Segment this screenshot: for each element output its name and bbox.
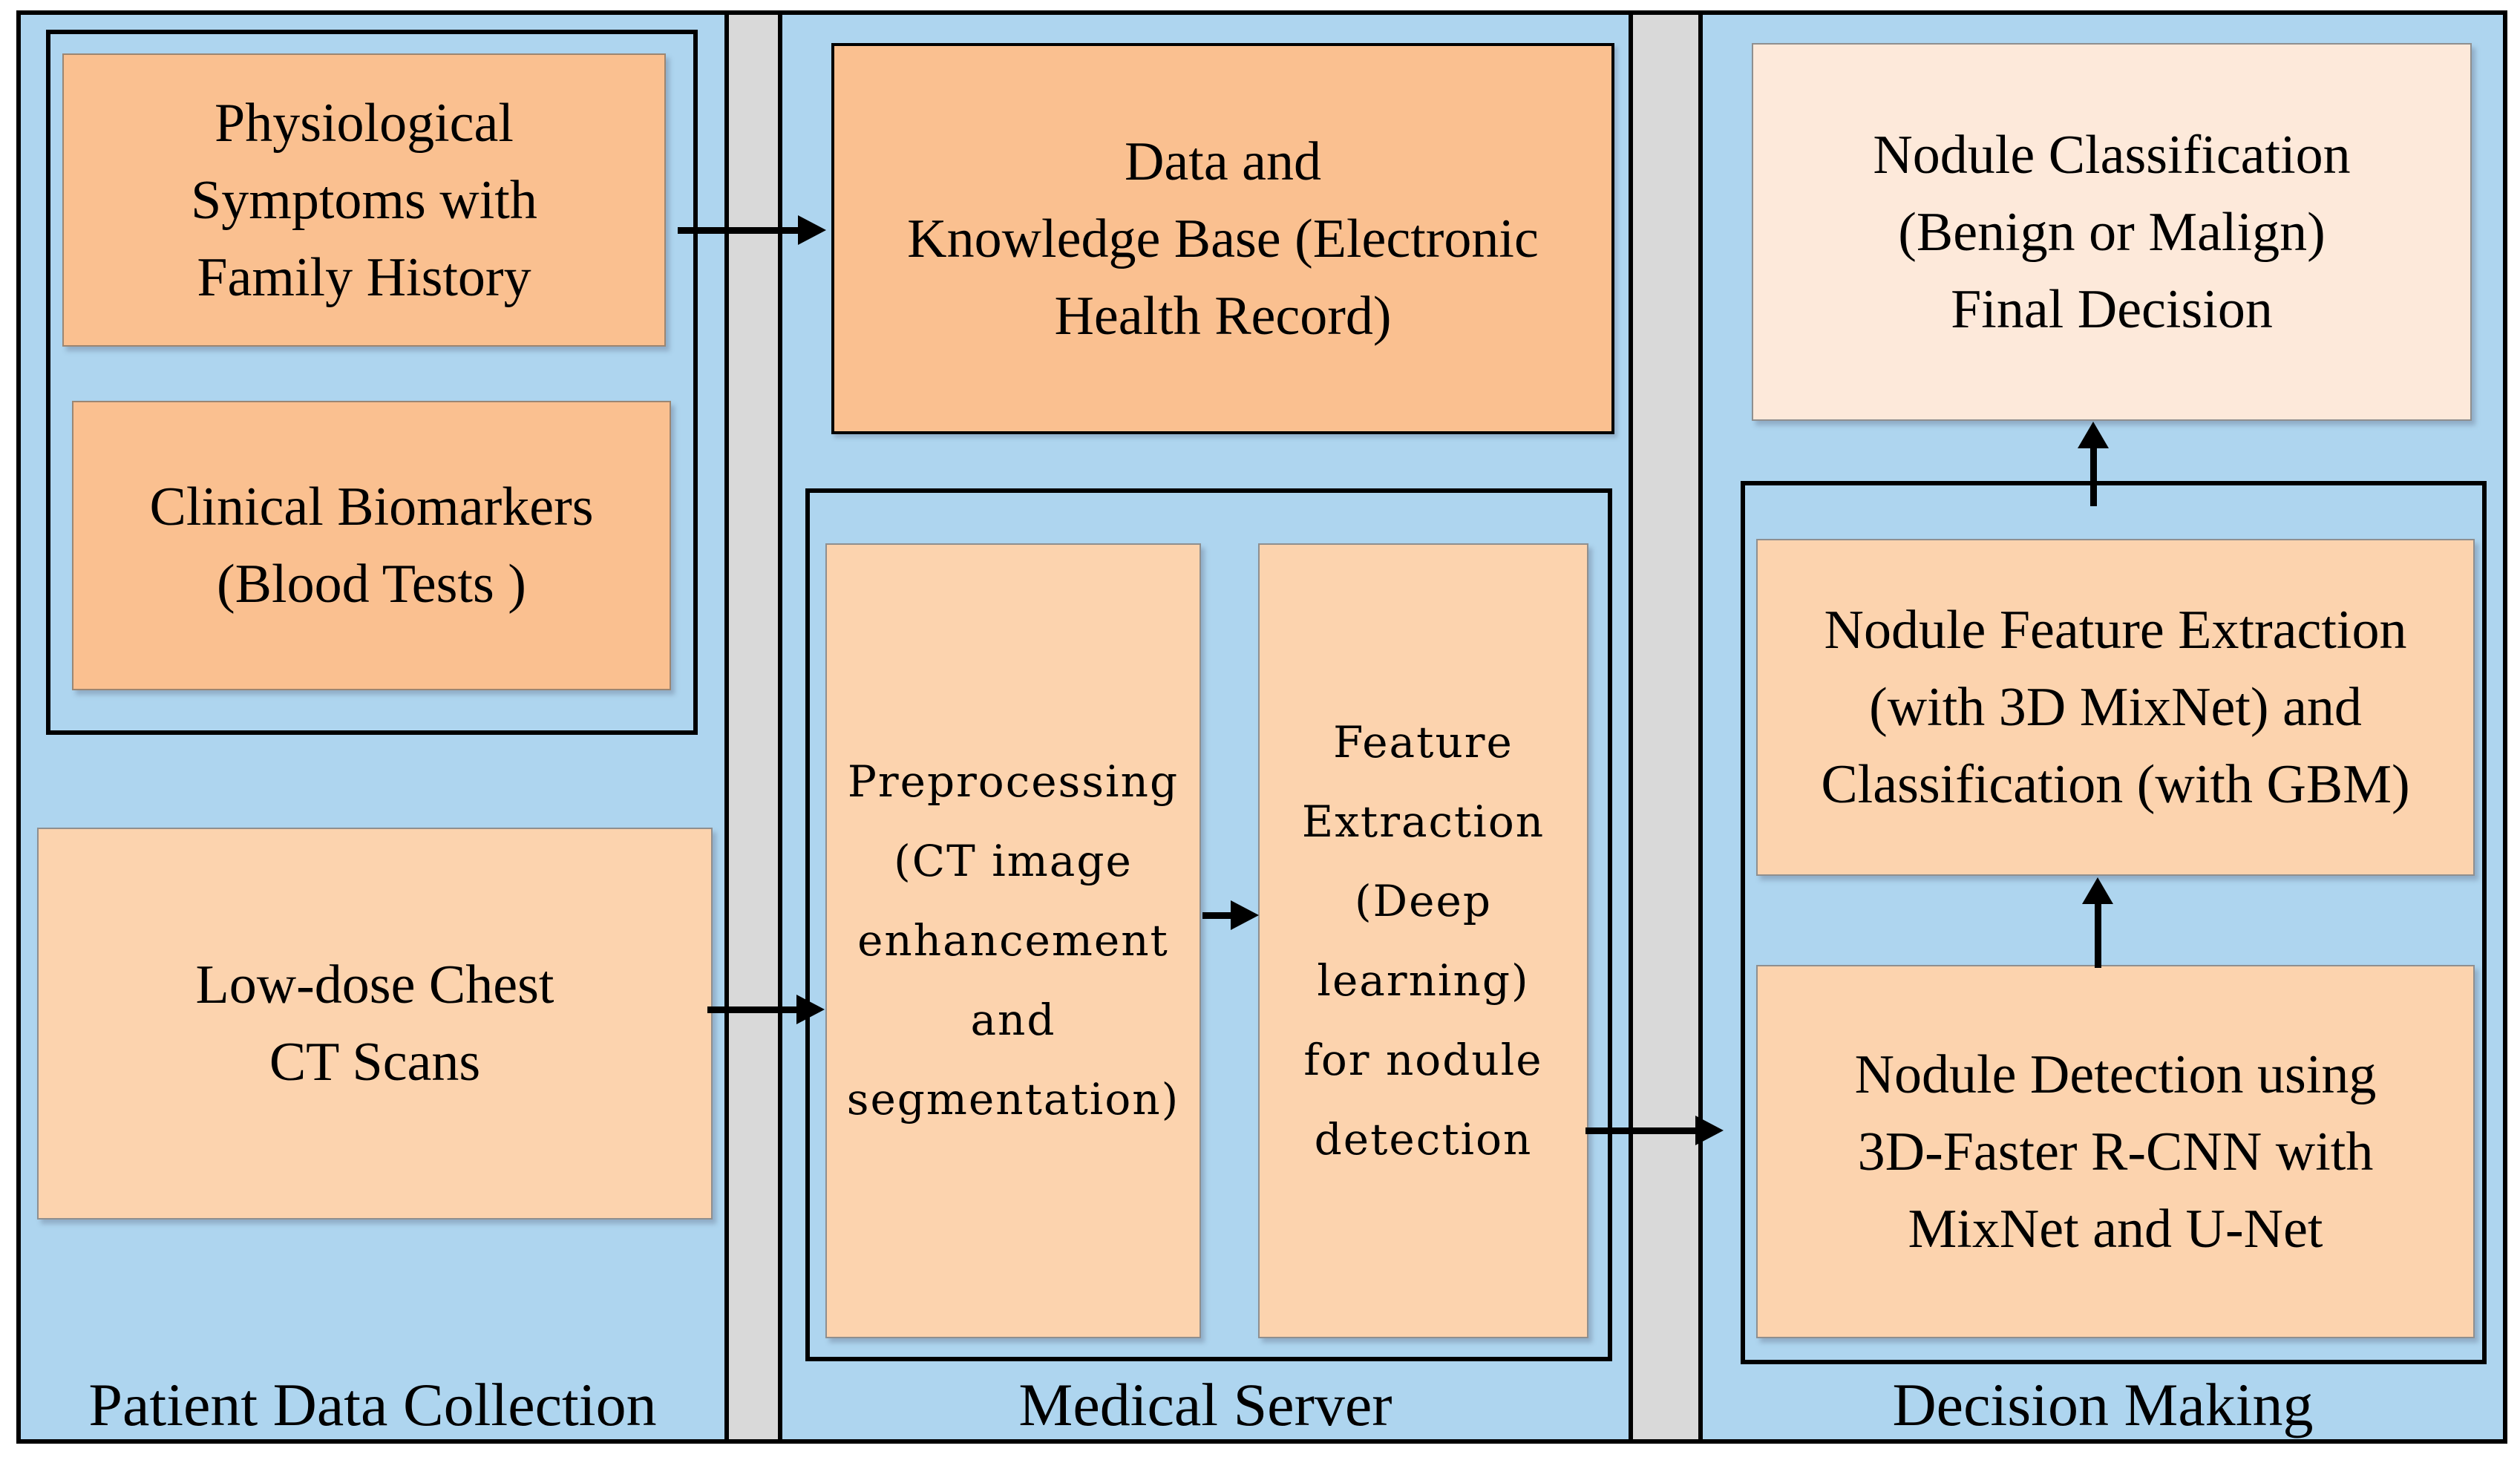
column-gap-2: [1633, 10, 1698, 1444]
box-data-knowledge-base: Data and Knowledge Base (Electronic Heal…: [831, 43, 1614, 434]
box-feature-extraction: Feature Extraction (Deep learning) for n…: [1258, 543, 1588, 1338]
label-decision-making: Decision Making: [1892, 1371, 2314, 1438]
box-preprocessing: Preprocessing (CT image enhancement and …: [825, 543, 1201, 1338]
box-low-dose-ct-scans: Low-dose Chest CT Scans: [37, 828, 713, 1220]
box-clinical-biomarkers: Clinical Biomarkers (Blood Tests ): [72, 401, 671, 690]
patient-history-group-box: [46, 30, 698, 735]
server-processing-group-box: [805, 488, 1612, 1361]
box-nodule-classification: Nodule Classification (Benign or Malign)…: [1752, 43, 2472, 421]
column-gap-1: [729, 10, 778, 1444]
label-medical-server: Medical Server: [1018, 1371, 1392, 1438]
label-patient-data-collection: Patient Data Collection: [88, 1371, 657, 1438]
box-nodule-feature-extraction: Nodule Feature Extraction (with 3D MixNe…: [1756, 539, 2475, 876]
decision-group-box: [1741, 481, 2487, 1364]
box-nodule-detection: Nodule Detection using 3D-Faster R-CNN w…: [1756, 965, 2475, 1338]
box-physiological-symptoms: Physiological Symptoms with Family Histo…: [62, 53, 666, 347]
